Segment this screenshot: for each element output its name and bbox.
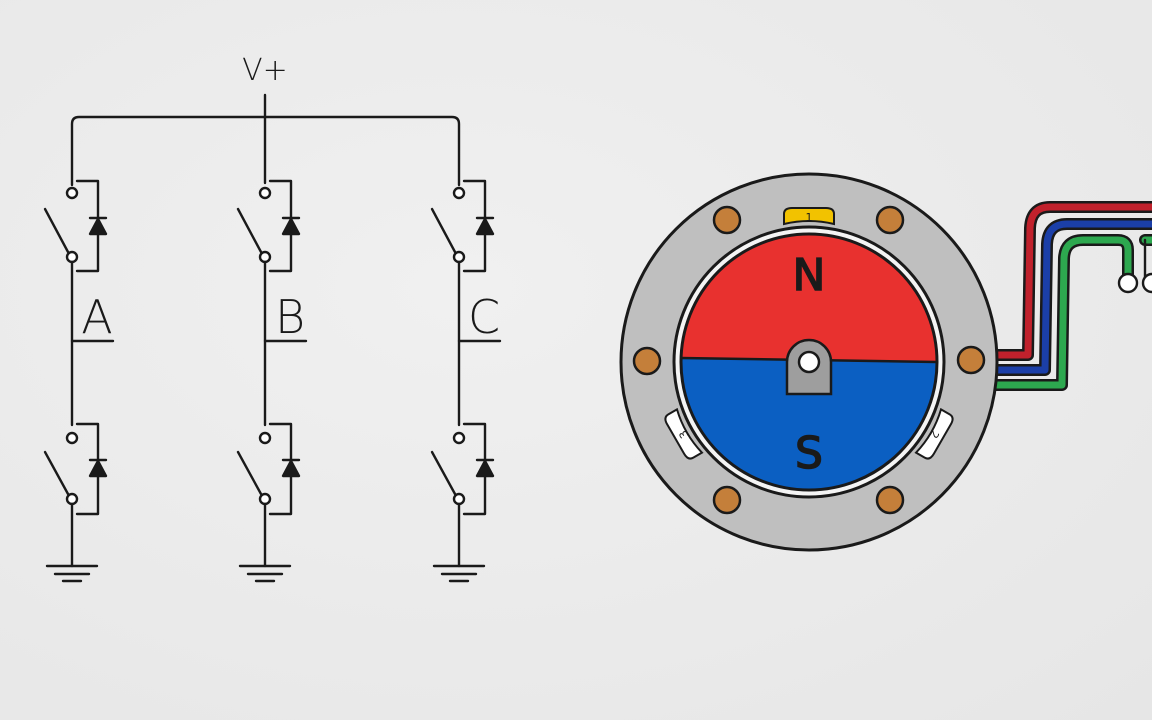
supply-rail (70, 93, 461, 187)
phase-leg-b (236, 179, 308, 583)
rotor-shaft (785, 338, 833, 396)
bolt (712, 205, 742, 235)
wire-red (981, 203, 1152, 359)
bolt (956, 345, 986, 375)
north-label: N (793, 250, 826, 301)
wire-green (981, 236, 1132, 389)
phase-leg-c (430, 179, 502, 583)
bolt (712, 485, 742, 515)
phase-label-b: B (275, 290, 305, 344)
hall-sensor-1: 1 (783, 207, 835, 226)
wire-blue (981, 220, 1152, 374)
phase-label-c: C (468, 290, 500, 344)
motor-wires (979, 201, 1152, 391)
bolt (632, 346, 662, 376)
motor: N S 1 2 3 (619, 172, 999, 552)
hall-terminal (1117, 272, 1139, 294)
phase-label-a: A (81, 290, 112, 344)
mounting-bolts (632, 205, 986, 515)
bolt (875, 485, 905, 515)
supply-label: V+ (242, 53, 288, 88)
hall-sensor-3: 3 (664, 407, 704, 460)
south-label: S (795, 428, 823, 479)
hall-sensor-2: 2 (914, 407, 954, 460)
hall-terminal-2 (1141, 272, 1152, 294)
bolt (875, 205, 905, 235)
phase-leg-a (43, 179, 115, 583)
hall-sensor-1-label: 1 (806, 211, 813, 224)
